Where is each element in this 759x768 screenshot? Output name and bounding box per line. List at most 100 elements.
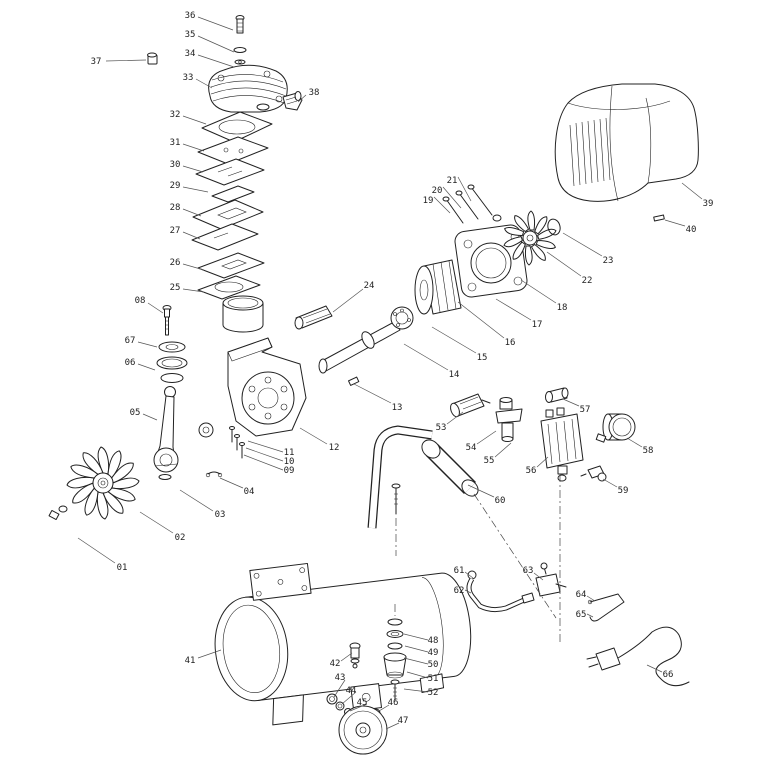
leader-line-15 (431, 326, 477, 354)
leader-line-54 (476, 430, 497, 445)
part-label-19: 19 (423, 196, 434, 206)
leader-line-64 (586, 595, 596, 602)
part-label-28: 28 (170, 203, 181, 213)
leader-line-21 (457, 176, 472, 202)
part-label-61: 61 (454, 566, 465, 576)
leader-line-50 (403, 657, 429, 665)
head-bolt-group (233, 15, 247, 65)
leader-line-42 (340, 652, 353, 662)
leader-line-29 (182, 186, 209, 193)
leader-line-39 (681, 182, 703, 200)
part-label-34: 34 (185, 49, 196, 59)
leader-line-26 (182, 263, 205, 271)
leader-line-25 (182, 288, 205, 293)
part-label-03: 03 (215, 510, 226, 520)
crankcase (198, 337, 307, 438)
rotor (414, 259, 462, 315)
part-label-43: 43 (335, 673, 346, 683)
alignment-lines (394, 474, 561, 642)
part-label-05: 05 (130, 408, 141, 418)
leader-line-49 (404, 645, 429, 653)
part-label-62: 62 (454, 586, 465, 596)
part-label-65: 65 (576, 610, 587, 620)
motor-fan (502, 210, 561, 266)
part-label-44: 44 (346, 686, 357, 696)
part-label-55: 55 (484, 456, 495, 466)
leader-line-46 (378, 704, 390, 712)
washers-67-06 (156, 341, 188, 383)
part-label-42: 42 (330, 659, 341, 669)
part-label-18: 18 (557, 303, 568, 313)
leader-line-45 (349, 703, 368, 712)
leader-line-17 (495, 298, 532, 321)
leader-line-52 (403, 688, 429, 693)
part-label-51: 51 (428, 674, 439, 684)
leader-line-09 (243, 454, 284, 471)
part-label-64: 64 (576, 590, 587, 600)
part-label-46: 46 (388, 698, 399, 708)
part-label-13: 13 (392, 403, 403, 413)
part-label-11: 11 (284, 448, 295, 458)
part-label-14: 14 (449, 370, 460, 380)
part-label-09: 09 (284, 466, 295, 476)
leader-line-63 (533, 572, 544, 581)
leader-line-53 (446, 411, 464, 425)
part-label-36: 36 (185, 11, 196, 21)
leader-line-41 (197, 649, 222, 659)
leader-line-16 (457, 301, 505, 339)
part-label-20: 20 (432, 186, 443, 196)
part-label-53: 53 (436, 423, 447, 433)
leader-line-65 (586, 613, 594, 618)
crankshaft-assembly (294, 305, 414, 386)
leader-line-18 (520, 279, 557, 304)
part-label-31: 31 (170, 138, 181, 148)
part-label-17: 17 (532, 320, 543, 330)
leader-line-19 (433, 196, 451, 214)
part-label-63: 63 (523, 566, 534, 576)
part-label-02: 02 (175, 533, 186, 543)
retainer-04 (205, 471, 223, 478)
leader-line-40 (664, 219, 686, 227)
drain-valve (535, 562, 567, 597)
part-label-24: 24 (364, 281, 375, 291)
part-label-26: 26 (170, 258, 181, 268)
wheel (338, 705, 388, 755)
part-label-52: 52 (428, 688, 439, 698)
leader-line-12 (299, 427, 328, 445)
part-label-16: 16 (505, 338, 516, 348)
pressure-switch (540, 407, 584, 482)
part-label-39: 39 (703, 199, 714, 209)
leader-line-59 (602, 478, 618, 488)
part-label-60: 60 (495, 496, 506, 506)
part-label-58: 58 (643, 446, 654, 456)
leader-line-06 (137, 363, 156, 371)
motor-cover (554, 83, 699, 222)
leader-line-37 (105, 59, 147, 62)
part-label-10: 10 (284, 457, 295, 467)
part-label-08: 08 (135, 296, 146, 306)
connecting-rod (153, 386, 179, 480)
bolt-08 (162, 305, 172, 336)
part-label-66: 66 (663, 670, 674, 680)
part-label-21: 21 (447, 176, 458, 186)
leader-line-24 (332, 288, 364, 313)
part-label-57: 57 (580, 405, 591, 415)
leader-line-60 (467, 484, 495, 498)
leader-line-02 (139, 511, 174, 534)
part-label-27: 27 (170, 226, 181, 236)
part-label-48: 48 (428, 636, 439, 646)
valve-plate-stack (191, 111, 273, 300)
part-label-67: 67 (125, 336, 136, 346)
part-label-50: 50 (428, 660, 439, 670)
leader-line-62 (464, 589, 472, 594)
crankcase-screws (229, 426, 245, 459)
leader-line-57 (562, 398, 580, 407)
part-label-25: 25 (170, 283, 181, 293)
part-label-54: 54 (466, 443, 477, 453)
leader-line-61 (464, 571, 474, 579)
fitting-57 (545, 387, 569, 403)
part-label-59: 59 (618, 486, 629, 496)
power-cord (586, 626, 690, 687)
part-label-12: 12 (329, 443, 340, 453)
part-label-37: 37 (91, 57, 102, 67)
